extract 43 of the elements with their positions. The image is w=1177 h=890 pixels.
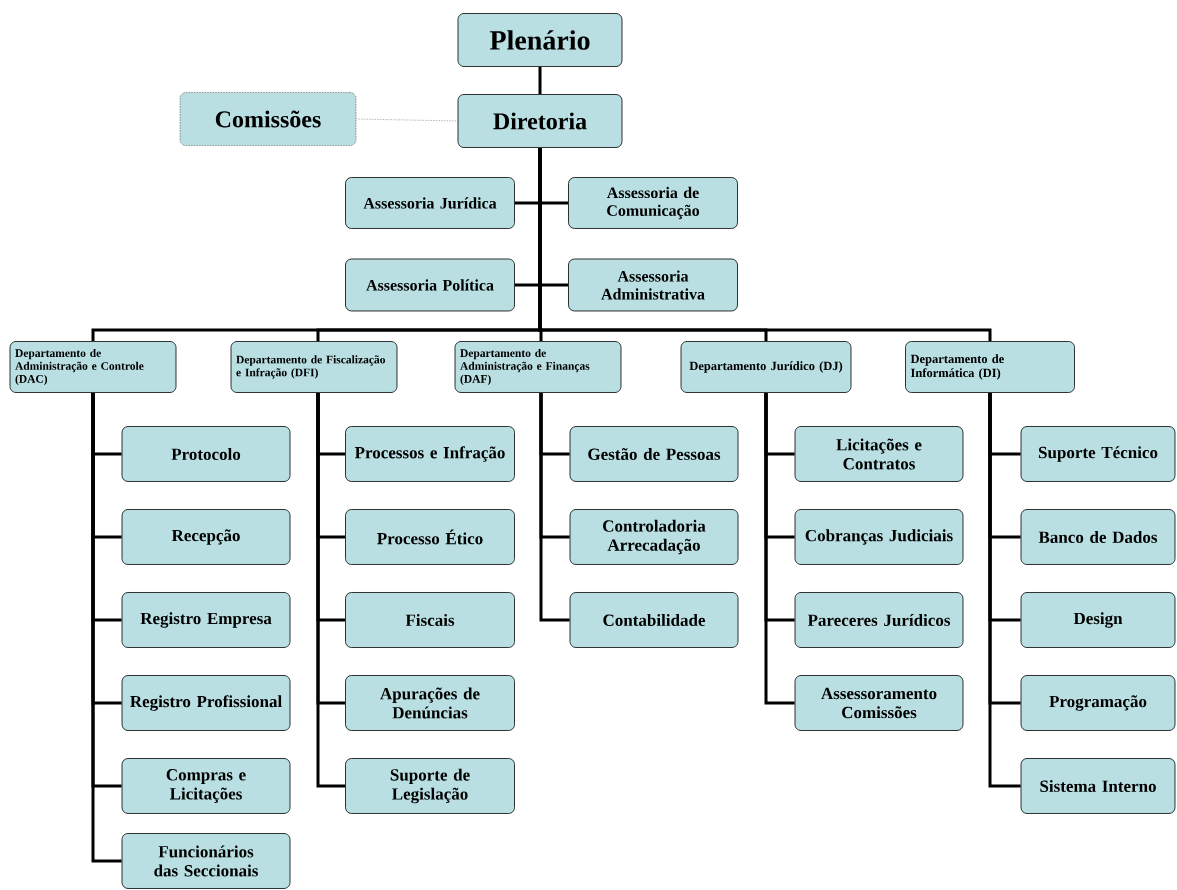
org-box: Pareceres Jurídicos: [794, 592, 964, 648]
org-box: Suporte de Legislação: [345, 758, 515, 814]
connector-line: [539, 392, 570, 622]
org-box: Departamento Jurídico (DJ): [680, 341, 852, 393]
org-box: Apurações de Denúncias: [345, 675, 515, 731]
org-box: Banco de Dados: [1020, 509, 1176, 565]
org-box: Departamento de Fiscalização e Infração (DFI): [230, 341, 398, 393]
org-box: Assessoria Jurídica: [345, 177, 515, 229]
connector-line: [316, 392, 346, 788]
connector-line: [538, 66, 542, 95]
org-box: Processos e Infração: [345, 426, 515, 482]
connector-line: [764, 392, 795, 705]
org-box: Contabilidade: [569, 592, 739, 648]
connector-line: [356, 118, 458, 122]
org-box: Recepção: [121, 509, 291, 565]
org-box: Plenário: [457, 13, 623, 67]
org-box: Sistema Interno: [1020, 758, 1176, 814]
org-box: Compras e Licitações: [121, 758, 291, 814]
org-box: Controladoria Arrecadação: [569, 509, 739, 565]
org-box: Assessoria Política: [345, 258, 515, 312]
org-box: Departamento de Informática (DI): [905, 341, 1075, 393]
org-box: Registro Empresa: [121, 592, 291, 648]
org-box: Comissões: [179, 92, 357, 146]
org-box: Processo Ético: [345, 509, 515, 565]
org-box: Registro Profissional: [121, 675, 291, 731]
org-box: Gestão de Pessoas: [569, 426, 739, 482]
org-box: Fiscais: [345, 592, 515, 648]
org-box: Departamento de Administração e Finanças (DAF): [454, 341, 622, 393]
org-box: Departamento de Administração e Controle (DAC): [9, 341, 177, 393]
org-box: Design: [1020, 592, 1176, 648]
org-box: Assessoramento Comissões: [794, 675, 964, 731]
org-box: Programação: [1020, 675, 1176, 731]
connector-line: [538, 147, 992, 342]
connector-line: [988, 392, 1021, 788]
org-box: Assessoria Administrativa: [568, 258, 738, 312]
connector-line: [91, 392, 122, 863]
org-box: Licitações e Contratos: [794, 426, 964, 482]
org-box: Suporte Técnico: [1020, 426, 1176, 482]
org-box: Diretoria: [457, 94, 623, 148]
org-box: Assessoria de Comunicação: [568, 177, 738, 229]
org-box: Protocolo: [121, 426, 291, 482]
org-box: Funcionários das Seccionais: [121, 833, 291, 889]
org-box: Cobranças Judiciais: [794, 509, 964, 565]
